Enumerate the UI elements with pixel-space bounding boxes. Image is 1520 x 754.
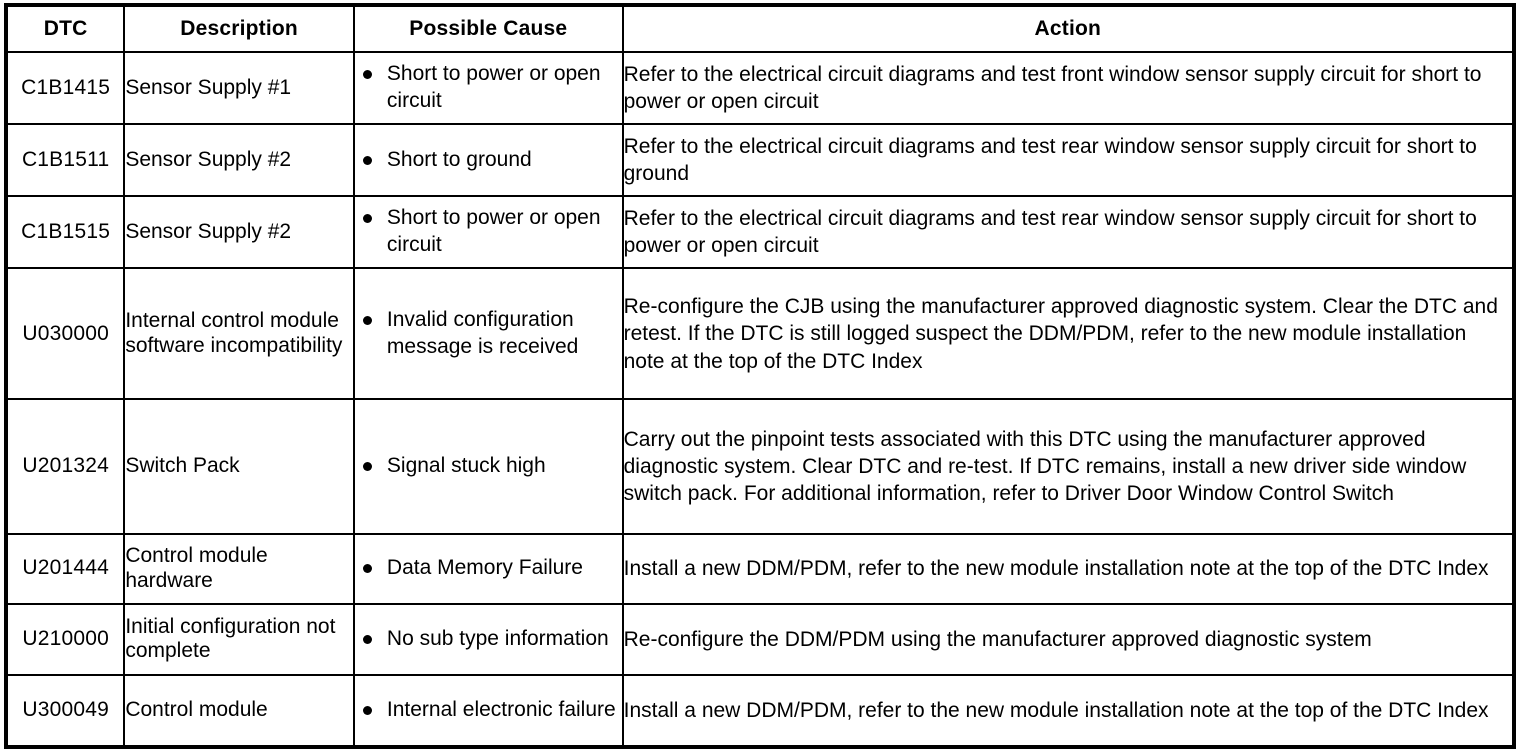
cell-possible-cause: Invalid configuration message is receive… [352,267,624,401]
action-text: Install a new DDM/PDM, refer to the new … [623,698,1489,722]
cause-list: Invalid configuration message is receive… [355,307,622,361]
cell-possible-cause: Short to ground [352,123,624,198]
action-text: Refer to the electrical circuit diagrams… [623,134,1477,186]
bullet-icon [362,564,372,574]
bullet-icon [362,634,372,644]
cell-dtc: U201444 [4,532,126,605]
bullet-icon [362,70,372,80]
cell-dtc: C1B1511 [4,123,126,198]
table-header: DTC Description Possible Cause Action [4,4,1516,53]
cause-list-item: Signal stuck high [355,453,622,480]
column-header-possible-cause: Possible Cause [352,4,624,53]
cause-list-item: Internal electronic failure [355,697,622,724]
cell-possible-cause: Short to power or open circuit [352,50,624,126]
cell-description: Control module hardware [123,532,355,605]
cause-list: Data Memory Failure [355,555,622,582]
table-row: U300049 Control module Internal electron… [4,673,1516,749]
column-header-dtc-label: DTC [43,16,88,40]
cell-description: Sensor Supply #2 [123,195,355,270]
table-row: C1B1515 Sensor Supply #2 Short to power … [4,195,1516,270]
cause-text: Short to power or open circuit [386,206,601,257]
cell-action: Carry out the pinpoint tests associated … [621,398,1516,535]
cause-list-item: Short to ground [355,147,622,174]
column-header-description: Description [123,4,355,53]
bullet-icon [362,214,372,224]
cause-list: No sub type information [355,626,622,653]
action-text: Install a new DDM/PDM, refer to the new … [623,557,1489,580]
cell-dtc: C1B1415 [4,50,126,126]
cell-action: Refer to the electrical circuit diagrams… [621,50,1516,126]
cell-possible-cause: Short to power or open circuit [352,195,624,270]
cell-possible-cause: Signal stuck high [352,398,624,535]
table-body: C1B1415 Sensor Supply #1 Short to power … [4,50,1516,749]
table-row: C1B1511 Sensor Supply #2 Short to ground… [4,123,1516,198]
cause-list-item: Invalid configuration message is receive… [355,307,622,361]
cause-text: Signal stuck high [386,454,546,478]
cause-text: Short to power or open circuit [386,62,601,113]
cell-description: Initial configuration not complete [123,602,355,676]
bullet-icon [362,705,372,715]
cause-list-item: Short to power or open circuit [355,61,622,115]
cause-text: Data Memory Failure [386,556,583,580]
column-header-description-label: Description [180,16,298,40]
cause-list: Signal stuck high [355,453,622,480]
column-header-possible-cause-label: Possible Cause [409,16,568,40]
cell-dtc: U030000 [4,267,126,401]
header-row: DTC Description Possible Cause Action [4,4,1516,53]
action-text: Re-configure the CJB using the manufactu… [623,295,1498,373]
dtc-index-table: DTC Description Possible Cause Action C1… [4,3,1516,749]
table-row: U030000 Internal control module software… [4,267,1516,401]
cell-dtc: C1B1515 [4,195,126,270]
column-header-action: Action [621,4,1516,53]
action-text: Refer to the electrical circuit diagrams… [623,207,1477,258]
cause-list: Short to ground [355,147,622,174]
cause-list: Short to power or open circuit [355,205,622,259]
cell-description: Control module [123,673,355,749]
action-text: Refer to the electrical circuit diagrams… [623,62,1482,114]
cell-description: Sensor Supply #1 [123,50,355,126]
action-text: Re-configure the DDM/PDM using the manuf… [623,627,1372,651]
cell-dtc: U201324 [4,398,126,535]
cause-text: Short to ground [386,147,532,171]
cell-dtc: U210000 [4,602,126,676]
cell-description: Switch Pack [123,398,355,535]
cell-action: Install a new DDM/PDM, refer to the new … [621,532,1516,605]
column-header-dtc: DTC [4,4,126,53]
cell-action: Refer to the electrical circuit diagrams… [621,195,1516,270]
cell-possible-cause: Internal electronic failure [352,673,624,749]
bullet-icon [362,316,372,326]
table-row: U210000 Initial configuration not comple… [4,602,1516,676]
cell-action: Re-configure the DDM/PDM using the manuf… [621,602,1516,676]
cause-text: Internal electronic failure [386,697,616,721]
cell-action: Refer to the electrical circuit diagrams… [621,123,1516,198]
cause-list-item: Data Memory Failure [355,555,622,582]
cell-dtc: U300049 [4,673,126,749]
table-row: U201324 Switch Pack Signal stuck high Ca… [4,398,1516,535]
cause-list: Short to power or open circuit [355,61,622,115]
cause-list-item: No sub type information [355,626,622,653]
cell-description: Sensor Supply #2 [123,123,355,198]
cell-possible-cause: No sub type information [352,602,624,676]
cell-action: Install a new DDM/PDM, refer to the new … [621,673,1516,749]
action-text: Carry out the pinpoint tests associated … [623,427,1467,506]
cause-text: No sub type information [386,626,609,650]
table-row: U201444 Control module hardware Data Mem… [4,532,1516,605]
table-row: C1B1415 Sensor Supply #1 Short to power … [4,50,1516,126]
cell-action: Re-configure the CJB using the manufactu… [621,267,1516,401]
column-header-action-label: Action [1034,16,1102,40]
cause-list: Internal electronic failure [355,697,622,724]
cell-possible-cause: Data Memory Failure [352,532,624,605]
cause-list-item: Short to power or open circuit [355,205,622,259]
cause-text: Invalid configuration message is receive… [386,308,579,358]
bullet-icon [362,462,372,472]
bullet-icon [362,155,372,165]
cell-description: Internal control module software incompa… [123,267,355,401]
